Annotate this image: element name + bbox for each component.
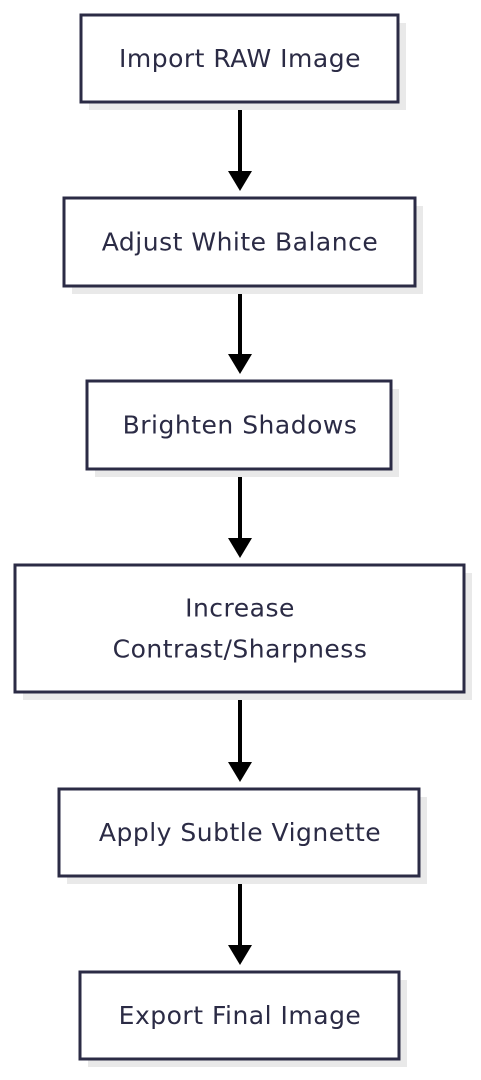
- arrowhead-icon: [228, 945, 252, 965]
- flow-node-shadows: Brighten Shadows: [85, 379, 399, 477]
- node-label: Adjust White Balance: [102, 228, 378, 257]
- node-box: [57, 787, 421, 878]
- node-label: Brighten Shadows: [123, 411, 358, 440]
- flow-node-import: Import RAW Image: [79, 13, 406, 110]
- arrowhead-icon: [228, 171, 252, 191]
- edge-white-balance-to-shadows: [228, 287, 252, 374]
- flow-node-export: Export Final Image: [78, 970, 407, 1067]
- node-box: [13, 563, 466, 694]
- edge-contrast-to-vignette: [228, 693, 252, 782]
- arrowhead-icon: [228, 354, 252, 374]
- flow-node-white-balance: Adjust White Balance: [62, 196, 423, 294]
- arrowhead-icon: [228, 538, 252, 558]
- node-label: Increase: [185, 594, 295, 623]
- node-label: Apply Subtle Vignette: [99, 818, 381, 847]
- node-label: Contrast/Sharpness: [113, 635, 368, 664]
- edge-import-to-white-balance: [228, 103, 252, 191]
- node-label: Import RAW Image: [119, 44, 361, 73]
- edge-vignette-to-export: [228, 877, 252, 965]
- node-box: [78, 970, 401, 1061]
- edge-shadows-to-contrast: [228, 470, 252, 558]
- edges-layer: [228, 103, 252, 965]
- node-label: Export Final Image: [119, 1001, 362, 1030]
- node-box: [79, 13, 400, 104]
- flow-node-vignette: Apply Subtle Vignette: [57, 787, 427, 884]
- arrowhead-icon: [228, 762, 252, 782]
- node-box: [62, 196, 417, 288]
- node-box: [85, 379, 393, 471]
